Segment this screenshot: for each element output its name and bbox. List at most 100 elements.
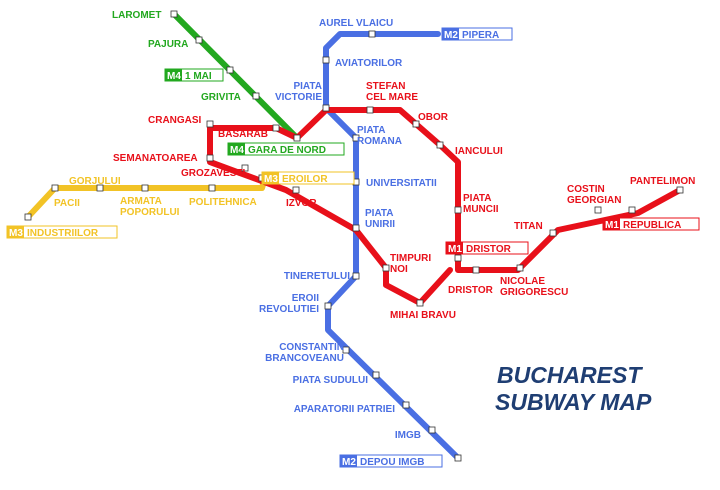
terminal-tag-badge bbox=[7, 226, 24, 238]
station-marker bbox=[472, 266, 480, 274]
terminal-tag-name: GARA DE NORD bbox=[248, 145, 326, 156]
terminal-tag-badge bbox=[442, 28, 459, 40]
station-label-iancului: IANCULUI bbox=[455, 146, 503, 157]
station-label-line: PIATA bbox=[365, 208, 394, 219]
station-marker bbox=[428, 426, 436, 434]
terminal-tag-eroilor: M3 EROILOR bbox=[261, 171, 355, 185]
station-label-imgb: IMGB bbox=[395, 430, 421, 441]
terminal-tag-code: M3 bbox=[264, 174, 278, 185]
station-label-gorjului: GORJULUI bbox=[69, 176, 121, 187]
station-label-line: NOI bbox=[390, 264, 408, 275]
terminal-tag-name: EROILOR bbox=[282, 174, 328, 185]
terminal-tag-name: PIPERA bbox=[462, 30, 499, 41]
station-label-line: TITAN bbox=[514, 221, 543, 232]
terminal-tag-badge bbox=[228, 143, 245, 155]
terminal-tag-badge bbox=[603, 218, 620, 230]
station-marker bbox=[436, 141, 444, 149]
terminal-tag-name: DRISTOR bbox=[466, 244, 512, 255]
station-label-line: IZVOR bbox=[286, 198, 317, 209]
station-label-line: GRIVITA bbox=[201, 92, 241, 103]
terminal-tag-industriilor: M3 INDUSTRIILOR bbox=[6, 225, 118, 239]
terminal-tag-badge bbox=[165, 69, 182, 81]
station-label-line: AUREL VLAICU bbox=[319, 18, 393, 29]
station-marker bbox=[324, 302, 332, 310]
station-label-line: OBOR bbox=[418, 112, 449, 123]
station-label-line: EROII bbox=[292, 293, 319, 304]
station-label-line: APARATORII PATRIEI bbox=[294, 404, 396, 415]
station-label-aurel-vlaicu: AUREL VLAICU bbox=[319, 18, 393, 29]
station-marker bbox=[272, 124, 280, 132]
terminal-tag-badge bbox=[262, 172, 279, 184]
station-marker bbox=[208, 184, 216, 192]
station-label-grivita: GRIVITA bbox=[201, 92, 241, 103]
station-label-line: BRANCOVEANU bbox=[265, 353, 344, 364]
station-marker bbox=[352, 224, 360, 232]
station-marker bbox=[366, 106, 374, 114]
map-title-line-1: BUCHAREST bbox=[497, 362, 643, 388]
station-label-line: PANTELIMON bbox=[630, 176, 695, 187]
station-label-line: MUNCII bbox=[463, 204, 499, 215]
station-label-line: AVIATORILOR bbox=[335, 58, 403, 69]
station-label-line: LAROMET bbox=[112, 10, 161, 21]
station-label-line: PIATA bbox=[293, 81, 322, 92]
station-marker bbox=[549, 229, 557, 237]
station-marker bbox=[372, 371, 380, 379]
station-label-line: GRIGORESCU bbox=[500, 287, 568, 298]
station-marker bbox=[628, 206, 636, 214]
station-marker bbox=[676, 186, 684, 194]
station-label-line: MIHAI BRAVU bbox=[390, 310, 456, 321]
station-label-line: GEORGIAN bbox=[567, 195, 621, 206]
line-m1-route bbox=[207, 107, 683, 306]
station-label-line: REVOLUTIEI bbox=[259, 304, 319, 315]
terminal-tag-code: M1 bbox=[448, 244, 462, 255]
station-label-line: DRISTOR bbox=[448, 285, 494, 296]
terminal-tag-badge bbox=[446, 242, 463, 254]
station-label-line: VICTORIE bbox=[275, 92, 322, 103]
station-label-pacii: PACII bbox=[54, 198, 80, 209]
station-label-line: UNIVERSITATII bbox=[366, 178, 437, 189]
terminal-tag-name: DEPOU IMGB bbox=[360, 457, 424, 468]
map-title-line-2: SUBWAY MAP bbox=[495, 389, 652, 415]
station-label-line: ARMATA bbox=[120, 196, 162, 207]
station-label-line: GROZAVESTI bbox=[181, 168, 245, 179]
station-marker bbox=[382, 264, 390, 272]
station-marker bbox=[293, 134, 301, 142]
station-marker bbox=[368, 30, 376, 38]
station-label-pajura: PAJURA bbox=[148, 39, 188, 50]
station-label-line: GORJULUI bbox=[69, 176, 121, 187]
station-marker bbox=[170, 10, 178, 18]
station-label-dristor: DRISTOR bbox=[448, 285, 494, 296]
terminal-tag-code: M3 bbox=[9, 228, 23, 239]
station-marker bbox=[454, 454, 462, 462]
station-marker bbox=[594, 206, 602, 214]
station-label-izvor: IZVOR bbox=[286, 198, 317, 209]
station-label-line: IMGB bbox=[395, 430, 421, 441]
station-label-pantelimon: PANTELIMON bbox=[630, 176, 695, 187]
station-label-grozavesti: GROZAVESTI bbox=[181, 168, 245, 179]
terminal-tag-name: 1 MAI bbox=[185, 71, 212, 82]
terminal-tag-name: INDUSTRIILOR bbox=[27, 228, 99, 239]
terminal-tag-gara-de-nord: M4 GARA DE NORD bbox=[227, 142, 345, 156]
station-label-crangasi: CRANGASI bbox=[148, 115, 202, 126]
station-marker bbox=[241, 164, 249, 172]
station-marker bbox=[24, 213, 32, 221]
station-label-line: SEMANATOAREA bbox=[113, 153, 198, 164]
station-marker bbox=[292, 186, 300, 194]
terminal-tag-dristor: M1 DRISTOR bbox=[445, 241, 529, 255]
station-marker bbox=[322, 56, 330, 64]
terminal-tag-name: REPUBLICA bbox=[623, 220, 681, 231]
station-marker bbox=[352, 134, 360, 142]
station-label-line: STEFAN bbox=[366, 81, 405, 92]
terminal-tag-code: M4 bbox=[230, 145, 244, 156]
station-label-line: COSTIN bbox=[567, 184, 605, 195]
station-marker bbox=[454, 254, 462, 262]
station-label-line: PIATA bbox=[357, 125, 386, 136]
